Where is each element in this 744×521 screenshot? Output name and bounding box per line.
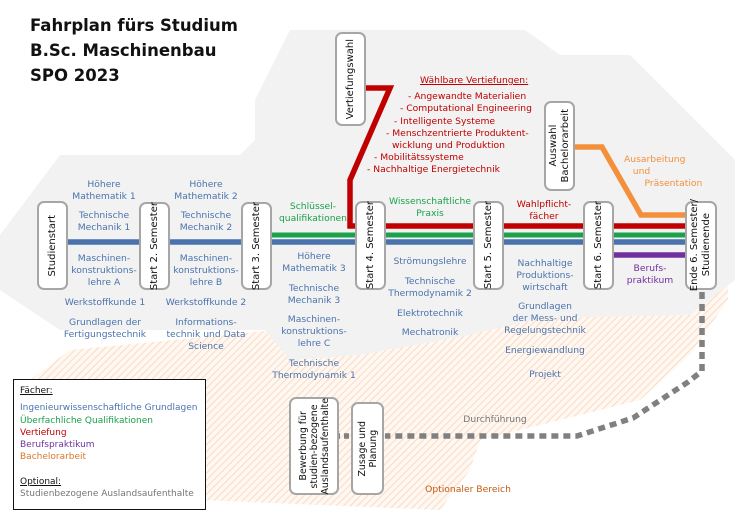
milestone-start-5-semester[interactable]: Start 5. Semester (473, 201, 504, 290)
course-stroemung: Strömungslehre (393, 256, 467, 267)
course-mkl-c: Maschinen-konstruktions-lehre C (281, 314, 347, 349)
course-mkl-b: Maschinen-konstruktions-lehre B (173, 253, 239, 288)
title-line-3: SPO 2023 (30, 66, 120, 85)
vertiefungswahl-box[interactable]: Vertiefungswahl (335, 32, 366, 126)
legend-optional-heading: Optional: (20, 476, 62, 487)
track-vertiefung (347, 85, 690, 229)
legend-item-berufspraktikum: Berufspraktikum (20, 440, 95, 451)
milestone-start-2-semester[interactable]: Start 2. Semester (139, 202, 170, 290)
course-mechatronik: Mechatronik (401, 327, 459, 338)
course-wk2: Werkstoffkunde 2 (165, 297, 247, 308)
optionaler-bereich-label: Optionaler Bereich (425, 484, 511, 495)
course-elektrotechnik: Elektrotechnik (397, 308, 463, 319)
milestone-label: Start 2. Semester (148, 201, 160, 291)
milestone-label: Start 4. Semester (364, 201, 376, 290)
milestone-start-6-semester[interactable]: Start 6. Semester (583, 201, 614, 290)
milestone-start-3-semester[interactable]: Start 3. Semester (241, 202, 272, 290)
track-optional (385, 292, 705, 439)
milestone-label: Start 3. Semester (250, 201, 262, 291)
milestone-start-4-semester[interactable]: Start 4. Semester (355, 201, 386, 290)
course-mkl-a: Maschinen-konstruktions-lehre A (71, 253, 137, 288)
legend: Fächer: Ingenieurwissenschaftliche Grund… (13, 379, 206, 510)
milestone-studienstart[interactable]: Studienstart (37, 201, 68, 290)
vertiefung-item: - Nachhaltige Energietechnik (367, 164, 500, 176)
vertiefungen-list: Wählbare Vertiefungen: - Angewandte Mate… (362, 75, 532, 177)
vertiefung-item: - Angewandte Materialien (408, 91, 527, 103)
milestone-label: Start 6. Semester (592, 201, 604, 290)
milestone-label: Start 5. Semester (482, 201, 494, 290)
vertiefung-item: - Menschzentrierte Produktent- (386, 127, 529, 139)
milestone-label: Studienstart (46, 214, 58, 277)
title-line-2: B.Sc. Maschinenbau (30, 41, 217, 60)
milestone-studienende[interactable]: Ende 6. Semester/Studienende (685, 199, 717, 292)
legend-item-grundlagen: Ingenieurwissenschaftliche Grundlagen (20, 403, 198, 414)
vertiefungen-heading: Wählbare Vertiefungen: (420, 75, 529, 86)
legend-item-bachelorarbeit: Bachelorarbeit (20, 452, 87, 463)
course-projekt: Projekt (529, 369, 561, 380)
vertiefungswahl-label: Vertiefungswahl (344, 38, 356, 120)
vertiefung-item: - Mobilitätssysteme (374, 152, 464, 164)
track-label-berufspraktikum: Berufs-praktikum (626, 263, 674, 286)
vertiefung-item: - Computational Engineering (400, 103, 532, 115)
track-label-ausarbeitung: Ausarbeitung und Präsentation (624, 154, 703, 189)
legend-item-ueberfachlich: Überfachliche Qualifikationen (20, 415, 153, 426)
course-wk1: Werkstoffkunde 1 (64, 297, 146, 308)
vertiefung-item: - Intelligente Systeme (394, 115, 496, 127)
vertiefung-item: wicklung und Produktion (392, 140, 505, 152)
title-line-1: Fahrplan fürs Studium (30, 16, 238, 35)
durchfuehrung-label: Durchführung (463, 414, 527, 425)
course-energiewandlung: Energiewandlung (505, 345, 585, 356)
page-title: Fahrplan fürs Studium B.Sc. Maschinenbau… (30, 13, 238, 88)
track-bachelorarbeit (570, 144, 690, 218)
track-label-schluesselqualifikationen: Schlüssel-qualifikationen (278, 201, 348, 224)
track-label-wahlpflichtfaecher: Wahlpflicht-fächer (516, 199, 572, 222)
legend-item-auslandsaufenthalte: Studienbezogene Auslandsaufenthalte (20, 489, 194, 500)
legend-faecher-heading: Fächer: (20, 386, 53, 396)
milestone-label: Ende 6. Semester/Studienende (689, 199, 712, 292)
legend-item-vertiefung: Vertiefung (20, 427, 67, 438)
